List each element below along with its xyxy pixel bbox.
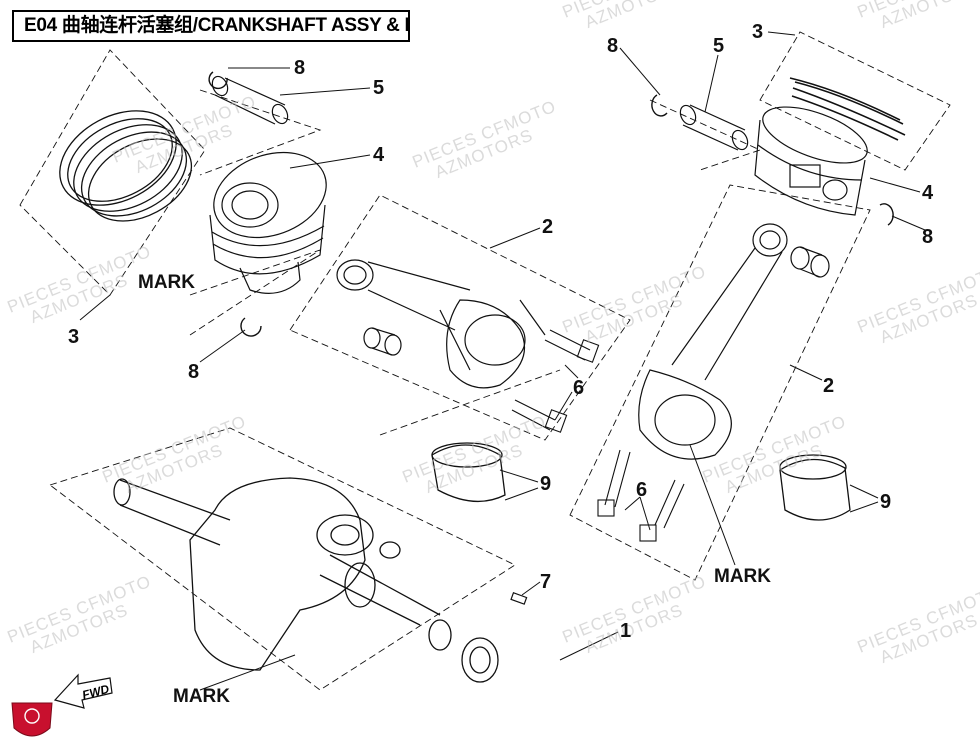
fwd-arrow	[53, 673, 113, 709]
logo-shield	[11, 702, 53, 737]
callout-number: 4	[922, 182, 934, 204]
callout-number: 8	[294, 57, 306, 79]
callout-number: 8	[922, 226, 934, 248]
connecting-rod-right	[638, 223, 788, 460]
callout-number: 3	[752, 21, 764, 43]
callout-number: 2	[542, 216, 554, 238]
bearing-outline-left	[379, 369, 561, 436]
mark-label: MARK	[714, 566, 771, 587]
callout-number: 6	[573, 377, 585, 399]
mark-label: MARK	[138, 272, 195, 293]
pin-outline-left	[199, 89, 322, 176]
crankshaft-outline	[49, 427, 516, 691]
rod-outline-right	[569, 184, 871, 581]
bearing-shells-left	[431, 442, 506, 503]
callout-number: 3	[68, 326, 80, 348]
circlip-bottom-left	[240, 317, 262, 337]
woodruff-key	[510, 592, 528, 605]
leader-lines	[79, 31, 926, 691]
piston-rings-right	[789, 77, 906, 141]
callout-number: 5	[373, 77, 385, 99]
callout-number: 4	[373, 144, 385, 166]
mark-label: MARK	[173, 686, 230, 707]
group-outlines	[19, 31, 951, 691]
rod-outline-left	[289, 194, 631, 441]
callout-number: 6	[636, 479, 648, 501]
circlip-bottom-right	[879, 203, 894, 226]
callout-number: 7	[540, 571, 552, 593]
connecting-rod-left	[336, 259, 546, 389]
small-end-bush-right	[790, 246, 830, 278]
callout-number: 8	[188, 361, 200, 383]
page-title: E04 曲轴连杆活塞组/CRANKSHAFT ASSY & PISTON	[12, 10, 410, 42]
small-end-bush-left	[363, 327, 402, 356]
bearing-shells-right	[779, 454, 851, 521]
piston-pin-left	[211, 75, 289, 125]
callout-number: 5	[713, 35, 725, 57]
ring-set-outline-left	[19, 49, 206, 296]
piston-outline-left	[189, 249, 321, 336]
crankshaft	[113, 477, 499, 683]
piston-pin-right	[679, 104, 749, 151]
callout-number: 9	[540, 473, 552, 495]
rod-bolts-right	[597, 449, 685, 542]
callout-number: 2	[823, 375, 835, 397]
piston-rings-left	[59, 110, 193, 222]
callout-number: 8	[607, 35, 619, 57]
piston-right	[754, 106, 868, 216]
ring-set-outline-right	[759, 31, 951, 171]
callout-number: 1	[620, 620, 632, 642]
callout-number: 9	[880, 491, 892, 513]
circlip-top-right	[651, 94, 668, 117]
piston-left	[209, 151, 327, 294]
